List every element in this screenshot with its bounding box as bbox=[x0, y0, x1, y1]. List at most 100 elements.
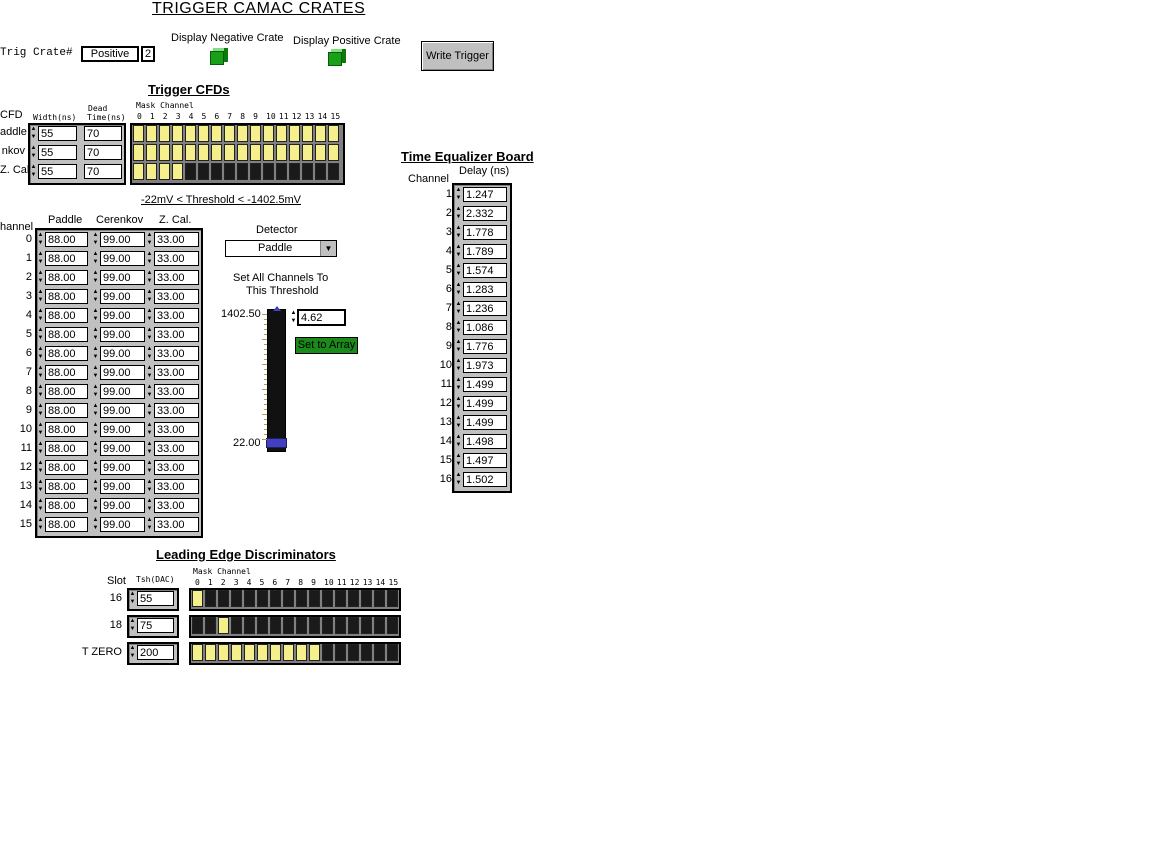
led-mask-cell[interactable] bbox=[335, 617, 346, 634]
led-mask-cell[interactable] bbox=[322, 644, 333, 661]
thresh-paddle-field-spinner[interactable]: ▲▼ bbox=[37, 517, 44, 531]
led-mask-cell[interactable] bbox=[205, 590, 216, 607]
thresh-zcal-field-spinner[interactable]: ▲▼ bbox=[146, 270, 153, 284]
cfd-mask-cell[interactable] bbox=[146, 163, 157, 180]
cfd-mask-cell[interactable] bbox=[302, 144, 313, 161]
thresh-paddle-field[interactable]: 88.00 bbox=[45, 270, 88, 285]
led-mask-cell[interactable] bbox=[348, 617, 359, 634]
cfd-mask-cell[interactable] bbox=[276, 144, 287, 161]
thresh-zcal-field-spinner[interactable]: ▲▼ bbox=[146, 327, 153, 341]
teb-delay-field-spinner[interactable]: ▲▼ bbox=[455, 282, 462, 296]
cfd-mask-cell[interactable] bbox=[302, 125, 313, 142]
led-mask-cell[interactable] bbox=[348, 644, 359, 661]
teb-delay-field-spinner[interactable]: ▲▼ bbox=[455, 377, 462, 391]
teb-delay-field-spinner[interactable]: ▲▼ bbox=[455, 358, 462, 372]
led-mask-cell[interactable] bbox=[244, 617, 255, 634]
thresh-cerenkov-field[interactable]: 99.00 bbox=[100, 517, 145, 532]
cfd-mask-cell[interactable] bbox=[237, 125, 248, 142]
cfd-mask-cell[interactable] bbox=[250, 125, 261, 142]
led-mask-cell[interactable] bbox=[335, 590, 346, 607]
thresh-paddle-field-spinner[interactable]: ▲▼ bbox=[37, 270, 44, 284]
thresh-zcal-field-spinner[interactable]: ▲▼ bbox=[146, 346, 153, 360]
thresh-paddle-field-spinner[interactable]: ▲▼ bbox=[37, 365, 44, 379]
thresh-paddle-field-spinner[interactable]: ▲▼ bbox=[37, 384, 44, 398]
thresh-zcal-field-spinner[interactable]: ▲▼ bbox=[146, 384, 153, 398]
threshold-value-field[interactable]: 4.62 bbox=[297, 309, 346, 326]
cfd-dead-field[interactable]: 70 bbox=[84, 145, 122, 160]
thresh-paddle-field[interactable]: 88.00 bbox=[45, 498, 88, 513]
teb-delay-field-spinner[interactable]: ▲▼ bbox=[455, 187, 462, 201]
thresh-paddle-field[interactable]: 88.00 bbox=[45, 289, 88, 304]
teb-delay-field[interactable]: 1.499 bbox=[463, 377, 507, 392]
led-mask-cell[interactable] bbox=[361, 590, 372, 607]
thresh-zcal-field-spinner[interactable]: ▲▼ bbox=[146, 289, 153, 303]
thresh-paddle-field-spinner[interactable]: ▲▼ bbox=[37, 251, 44, 265]
teb-delay-field-spinner[interactable]: ▲▼ bbox=[455, 301, 462, 315]
thresh-zcal-field[interactable]: 33.00 bbox=[154, 327, 199, 342]
cfd-mask-cell[interactable] bbox=[315, 144, 326, 161]
teb-delay-field[interactable]: 1.086 bbox=[463, 320, 507, 335]
led-mask-cell[interactable] bbox=[335, 644, 346, 661]
cfd-mask-cell[interactable] bbox=[159, 163, 170, 180]
led-mask-cell[interactable] bbox=[231, 590, 242, 607]
led-mask-cell[interactable] bbox=[218, 617, 229, 634]
thresh-zcal-field-spinner[interactable]: ▲▼ bbox=[146, 498, 153, 512]
thresh-paddle-field[interactable]: 88.00 bbox=[45, 346, 88, 361]
teb-delay-field[interactable]: 1.247 bbox=[463, 187, 507, 202]
led-mask-cell[interactable] bbox=[387, 644, 398, 661]
thresh-zcal-field-spinner[interactable]: ▲▼ bbox=[146, 403, 153, 417]
thresh-cerenkov-field[interactable]: 99.00 bbox=[100, 460, 145, 475]
threshold-value-spinner[interactable]: ▲▼ bbox=[290, 310, 297, 324]
thresh-cerenkov-field-spinner[interactable]: ▲▼ bbox=[92, 479, 99, 493]
led-mask-cell[interactable] bbox=[192, 644, 203, 661]
thresh-paddle-field[interactable]: 88.00 bbox=[45, 441, 88, 456]
thresh-paddle-field-spinner[interactable]: ▲▼ bbox=[37, 327, 44, 341]
led-mask-cell[interactable] bbox=[192, 590, 203, 607]
thresh-paddle-field-spinner[interactable]: ▲▼ bbox=[37, 441, 44, 455]
thresh-zcal-field-spinner[interactable]: ▲▼ bbox=[146, 232, 153, 246]
thresh-paddle-field[interactable]: 88.00 bbox=[45, 460, 88, 475]
thresh-zcal-field[interactable]: 33.00 bbox=[154, 479, 199, 494]
cfd-mask-cell[interactable] bbox=[185, 125, 196, 142]
led-mask-cell[interactable] bbox=[270, 590, 281, 607]
teb-delay-field-spinner[interactable]: ▲▼ bbox=[455, 206, 462, 220]
thresh-zcal-field[interactable]: 33.00 bbox=[154, 517, 199, 532]
cfd-mask-cell[interactable] bbox=[263, 144, 274, 161]
cfd-mask-cell[interactable] bbox=[263, 125, 274, 142]
thresh-zcal-field[interactable]: 33.00 bbox=[154, 422, 199, 437]
thresh-cerenkov-field[interactable]: 99.00 bbox=[100, 251, 145, 266]
led-mask-cell[interactable] bbox=[231, 617, 242, 634]
thresh-cerenkov-field[interactable]: 99.00 bbox=[100, 289, 145, 304]
cfd-mask-cell[interactable] bbox=[328, 125, 339, 142]
teb-delay-field-spinner[interactable]: ▲▼ bbox=[455, 339, 462, 353]
led-mask-cell[interactable] bbox=[270, 644, 281, 661]
cfd-mask-cell[interactable] bbox=[159, 125, 170, 142]
teb-delay-field[interactable]: 1.499 bbox=[463, 415, 507, 430]
cfd-mask-cell[interactable] bbox=[172, 144, 183, 161]
thresh-paddle-field[interactable]: 88.00 bbox=[45, 251, 88, 266]
thresh-cerenkov-field-spinner[interactable]: ▲▼ bbox=[92, 403, 99, 417]
led-mask-cell[interactable] bbox=[257, 590, 268, 607]
thresh-cerenkov-field[interactable]: 99.00 bbox=[100, 441, 145, 456]
teb-delay-field-spinner[interactable]: ▲▼ bbox=[455, 415, 462, 429]
thresh-cerenkov-field-spinner[interactable]: ▲▼ bbox=[92, 346, 99, 360]
thresh-paddle-field-spinner[interactable]: ▲▼ bbox=[37, 289, 44, 303]
chevron-down-icon[interactable]: ▼ bbox=[320, 241, 336, 256]
cfd-mask-cell[interactable] bbox=[289, 125, 300, 142]
cfd-dead-field[interactable]: 70 bbox=[84, 126, 122, 141]
thresh-paddle-field-spinner[interactable]: ▲▼ bbox=[37, 422, 44, 436]
cfd-mask-cell[interactable] bbox=[172, 163, 183, 180]
cfd-mask-cell[interactable] bbox=[146, 144, 157, 161]
led-mask-cell[interactable] bbox=[257, 617, 268, 634]
led-mask-cell[interactable] bbox=[283, 617, 294, 634]
thresh-cerenkov-field[interactable]: 99.00 bbox=[100, 346, 145, 361]
led-mask-cell[interactable] bbox=[309, 590, 320, 607]
thresh-zcal-field[interactable]: 33.00 bbox=[154, 308, 199, 323]
crate-polarity-selector[interactable]: Positive bbox=[81, 46, 139, 62]
thresh-paddle-field-spinner[interactable]: ▲▼ bbox=[37, 232, 44, 246]
teb-delay-field[interactable]: 1.778 bbox=[463, 225, 507, 240]
teb-delay-field[interactable]: 1.574 bbox=[463, 263, 507, 278]
thresh-cerenkov-field-spinner[interactable]: ▲▼ bbox=[92, 422, 99, 436]
thresh-paddle-field[interactable]: 88.00 bbox=[45, 365, 88, 380]
teb-delay-field[interactable]: 1.973 bbox=[463, 358, 507, 373]
